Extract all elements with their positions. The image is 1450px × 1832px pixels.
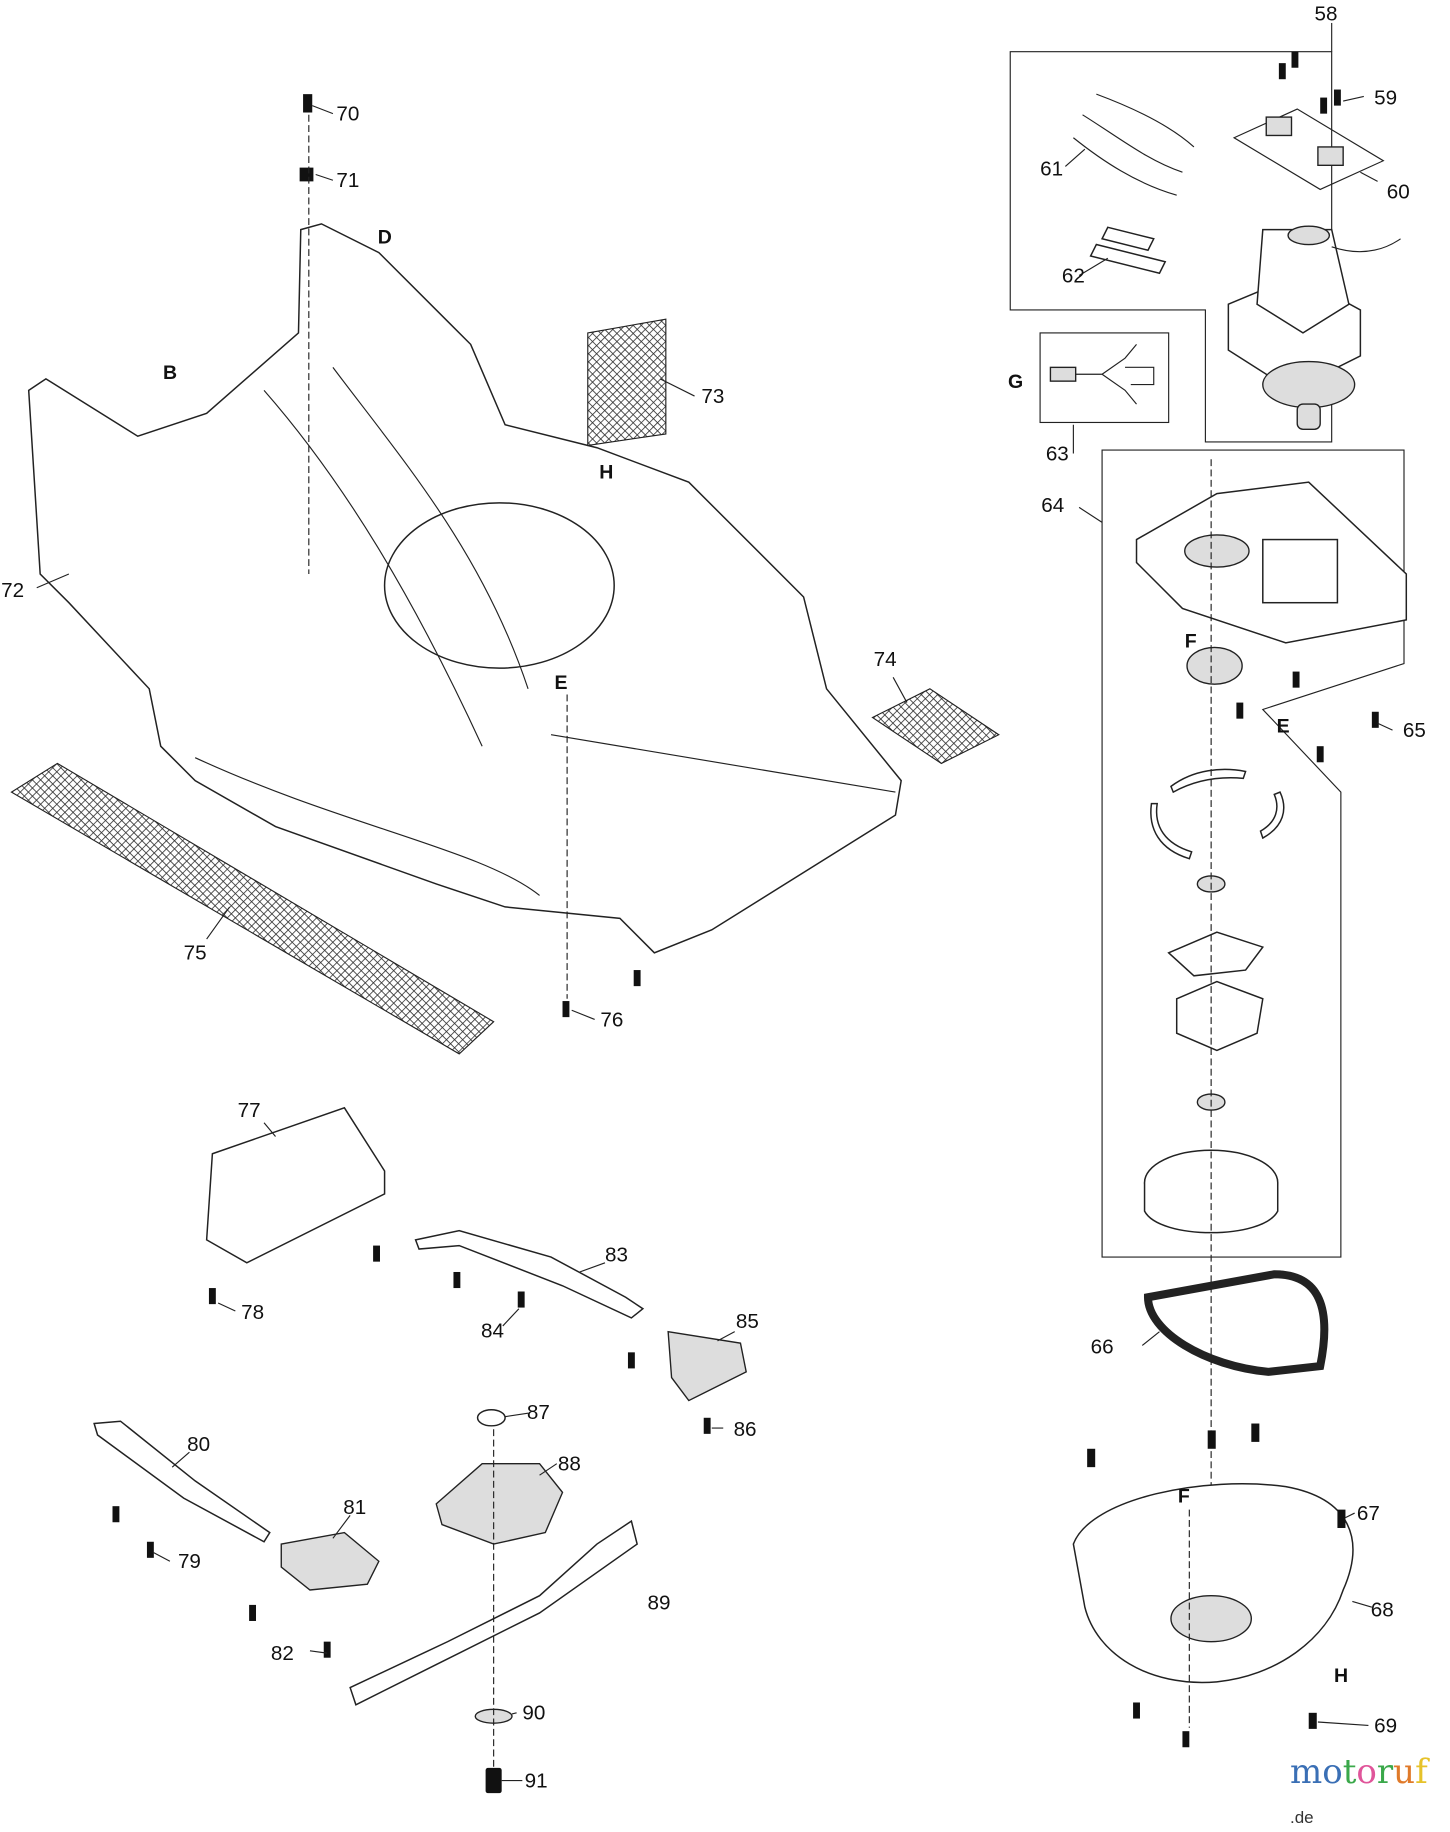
belt-66 [1143, 1270, 1329, 1376]
logo-letter: o [1356, 1752, 1377, 1792]
gearbox-frame [1101, 449, 1405, 1258]
callout-91: 91 [525, 1769, 548, 1792]
plug-63 [1049, 344, 1155, 405]
callout-89: 89 [647, 1591, 670, 1614]
bolt-91 [485, 1767, 502, 1794]
connector-label-g: G [1008, 371, 1023, 393]
callout-63: 63 [1046, 442, 1069, 465]
callout-76: 76 [600, 1008, 623, 1031]
callout-64: 64 [1041, 494, 1064, 517]
callout-78: 78 [241, 1301, 264, 1324]
callout-90: 90 [522, 1702, 545, 1725]
callout-58: 58 [1314, 3, 1337, 26]
leader-lines [36, 95, 1393, 1782]
callout-70: 70 [336, 103, 359, 126]
logo-letter: u [1393, 1752, 1416, 1792]
callout-72: 72 [1, 579, 24, 602]
callout-67: 67 [1357, 1502, 1380, 1525]
part-85 [667, 1330, 747, 1402]
callout-65: 65 [1403, 719, 1426, 742]
callout-81: 81 [343, 1496, 366, 1519]
motor [1227, 225, 1401, 431]
bearing-ring [1186, 646, 1243, 685]
part-81 [280, 1531, 380, 1591]
blade-80 [93, 1420, 271, 1543]
connector-label-f-upper: F [1185, 630, 1197, 652]
callout-88: 88 [558, 1453, 581, 1476]
callout-66: 66 [1091, 1335, 1114, 1358]
connector-label-h-deck: H [599, 462, 613, 484]
callout-61: 61 [1040, 158, 1063, 181]
blade-83 [414, 1229, 645, 1319]
wires-61 [1073, 93, 1195, 196]
mesh-75 [10, 762, 495, 1055]
motoruf-watermark-logo: motoruf .de [1290, 1752, 1450, 1832]
connector-label-b: B [163, 362, 177, 384]
guard-77 [205, 1106, 386, 1264]
callout-59: 59 [1374, 86, 1397, 109]
connector-label-d: D [378, 226, 392, 248]
callout-80: 80 [187, 1433, 210, 1456]
brush-holders [1265, 116, 1344, 167]
callout-82: 82 [271, 1642, 294, 1665]
callout-75: 75 [184, 942, 207, 965]
callout-69: 69 [1374, 1714, 1397, 1737]
washer-87 [476, 1408, 506, 1427]
gearbox-cover [1135, 481, 1408, 644]
plug-box [1039, 332, 1170, 424]
callout-86: 86 [734, 1418, 757, 1441]
pads-62 [1089, 226, 1167, 275]
connector-label-e-right: E [1277, 715, 1290, 737]
callout-71: 71 [336, 169, 359, 192]
lower-housing [1072, 1483, 1354, 1684]
callout-62: 62 [1062, 264, 1085, 287]
screws [112, 51, 1379, 1748]
callout-84: 84 [481, 1319, 504, 1342]
callout-77: 77 [238, 1099, 261, 1122]
logo-letter: r [1376, 1752, 1394, 1792]
logo-letter: t [1342, 1752, 1357, 1792]
callout-74: 74 [874, 648, 897, 671]
callout-83: 83 [605, 1244, 628, 1267]
mesh-74 [871, 688, 1000, 765]
hub-88 [435, 1463, 564, 1545]
callout-79: 79 [178, 1550, 201, 1573]
logo-letter: o [1322, 1752, 1343, 1792]
logo-letter: m [1290, 1752, 1323, 1792]
callout-85: 85 [736, 1310, 759, 1333]
callout-60: 60 [1387, 181, 1410, 204]
callout-73: 73 [701, 385, 724, 408]
callout-87: 87 [527, 1401, 550, 1424]
brush-box [1232, 108, 1385, 191]
logo-letter: f [1415, 1752, 1428, 1792]
connector-label-h-right: H [1334, 1665, 1348, 1687]
logo-suffix: .de [1290, 1808, 1314, 1827]
connector-label-e-deck: E [554, 672, 567, 694]
mesh-73 [587, 318, 667, 447]
clutch-parts [1143, 768, 1285, 1234]
callout-68: 68 [1371, 1598, 1394, 1621]
mower-deck [27, 223, 902, 954]
connector-label-f-lower: F [1178, 1486, 1190, 1508]
